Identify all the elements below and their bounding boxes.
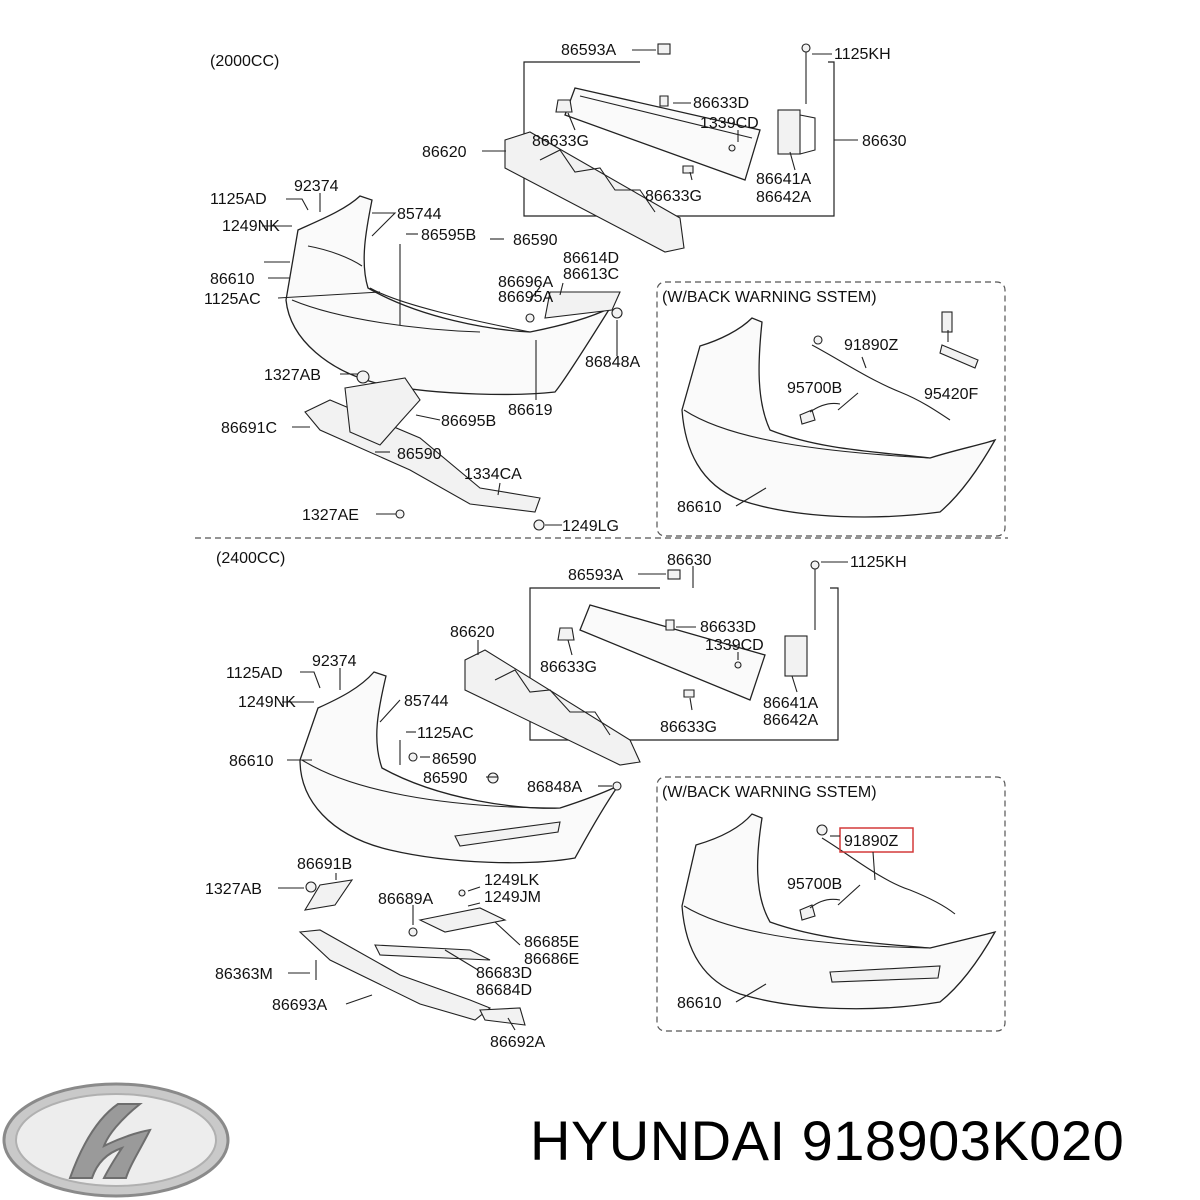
callout-86620: 86620	[422, 144, 467, 161]
callout-86689a: 86689A	[378, 891, 433, 908]
callout-86620-2400cc: 86620	[450, 624, 495, 641]
callout-86685e: 86685E	[524, 934, 579, 951]
reinforcement-group-box-2400cc	[529, 587, 839, 741]
rear-bumper-cover-2400cc	[299, 671, 620, 864]
callout-86593a: 86593A	[561, 42, 616, 59]
callout-1125ac: 1125AC	[204, 291, 261, 308]
section-header-2000cc: (2000CC)	[210, 53, 279, 70]
reinforcement-group-box	[523, 61, 835, 217]
callout-1334ca: 1334CA	[464, 466, 522, 483]
callout-86693a: 86693A	[272, 997, 327, 1014]
callout-1125ac-2400cc: 1125AC	[417, 725, 474, 742]
callout-86695a: 86695A	[498, 289, 553, 306]
callout-86610-2400cc: 86610	[229, 753, 274, 770]
callout-86610-warning-2400cc: 86610	[677, 995, 722, 1012]
sensor-bracket	[941, 311, 953, 333]
callout-91890z-2000cc: 91890Z	[844, 337, 898, 354]
warning-bumper-2000cc	[681, 317, 997, 518]
callout-86633d: 86633D	[693, 95, 749, 112]
callout-86686e: 86686E	[524, 951, 579, 968]
callout-86590-2400cc-2: 86590	[423, 770, 468, 787]
hyundai-logo-icon	[2, 1082, 230, 1198]
callout-86630: 86630	[862, 133, 907, 150]
callout-86633d-2400cc: 86633D	[700, 619, 756, 636]
callout-86630-2400cc: 86630	[667, 552, 712, 569]
warning-system-box-2400cc	[656, 776, 1006, 1032]
callout-86590-2400cc: 86590	[432, 751, 477, 768]
callout-1249nk: 1249NK	[222, 218, 280, 235]
callout-86848a: 86848A	[585, 354, 640, 371]
callout-95420f: 95420F	[924, 386, 978, 403]
callout-86633g-2400cc-2: 86633G	[660, 719, 717, 736]
callout-86593a-2400cc: 86593A	[568, 567, 623, 584]
callout-86619: 86619	[508, 402, 553, 419]
callout-86633g: 86633G	[532, 133, 589, 150]
callout-86613c: 86613C	[563, 266, 619, 283]
callout-85744-2400cc: 85744	[404, 693, 449, 710]
highlight-box-91890z	[839, 827, 914, 853]
beam-bracket	[777, 109, 801, 155]
callout-86610-warning-2000cc: 86610	[677, 499, 722, 516]
callout-86363m: 86363M	[215, 966, 273, 983]
garnish-86685e	[418, 907, 507, 933]
callout-1327ab-2400cc: 1327AB	[205, 881, 262, 898]
callout-91890z-2400cc: 91890Z	[844, 833, 898, 850]
callout-86633g-2: 86633G	[645, 188, 702, 205]
callout-86614d: 86614D	[563, 250, 619, 267]
callout-1125ad-2400cc: 1125AD	[226, 665, 283, 682]
callout-1125ad: 1125AD	[210, 191, 267, 208]
callout-86590: 86590	[513, 232, 558, 249]
lower-cover-86693a	[298, 929, 492, 1021]
callout-86633g-2400cc: 86633G	[540, 659, 597, 676]
rear-bumper-beam-2400cc	[579, 604, 766, 701]
callout-86610: 86610	[210, 271, 255, 288]
bracket-86695b	[344, 377, 421, 446]
callout-86683d: 86683D	[476, 965, 532, 982]
callout-95700b-2000cc: 95700B	[787, 380, 842, 397]
garnish-86683d	[374, 944, 491, 961]
callout-95700b-2400cc: 95700B	[787, 876, 842, 893]
callout-86641a: 86641A	[756, 171, 811, 188]
warning-title-2000cc: (W/BACK WARNING SSTEM)	[662, 289, 877, 306]
callout-92374: 92374	[294, 178, 339, 195]
garnish-86692a	[479, 1007, 526, 1026]
callout-86590-2: 86590	[397, 446, 442, 463]
warning-system-box-2000cc	[656, 281, 1006, 537]
energy-absorber-2400cc	[464, 649, 641, 766]
callout-86642a: 86642A	[756, 189, 811, 206]
callout-86684d: 86684D	[476, 982, 532, 999]
reflector-strip-2400cc	[454, 821, 561, 847]
callout-92374-2400cc: 92374	[312, 653, 357, 670]
callout-1249lg: 1249LG	[562, 518, 619, 535]
callout-86691b: 86691B	[297, 856, 352, 873]
callout-1125kh: 1125KH	[834, 46, 891, 63]
callout-86695b: 86695B	[441, 413, 496, 430]
brand-part-number: HYUNDAI 918903K020	[530, 1109, 1125, 1172]
callout-1125kh-2400cc: 1125KH	[850, 554, 907, 571]
callout-86848a-2400cc: 86848A	[527, 779, 582, 796]
callout-86691c: 86691C	[221, 420, 277, 437]
callout-1327ab: 1327AB	[264, 367, 321, 384]
callout-1249lk: 1249LK	[484, 872, 539, 889]
beam-bracket-2400cc	[784, 635, 808, 677]
callout-1249jm: 1249JM	[484, 889, 541, 906]
bracket-86691b	[303, 879, 354, 911]
callout-1339cd-2400cc: 1339CD	[705, 637, 764, 654]
warning-bumper-2400cc	[681, 813, 997, 1010]
warning-title-2400cc: (W/BACK WARNING SSTEM)	[662, 784, 877, 801]
callout-86641a-2400cc: 86641A	[763, 695, 818, 712]
callout-1249nk-2400cc: 1249NK	[238, 694, 296, 711]
callout-86595b: 86595B	[421, 227, 476, 244]
callout-1327ae: 1327AE	[302, 507, 359, 524]
section-header-2400cc: (2400CC)	[216, 550, 285, 567]
callout-86692a: 86692A	[490, 1034, 545, 1051]
callout-86642a-2400cc: 86642A	[763, 712, 818, 729]
reflector-86614d	[544, 291, 621, 319]
callout-85744: 85744	[397, 206, 442, 223]
clip-86593a	[657, 43, 671, 55]
callout-1339cd: 1339CD	[700, 115, 759, 132]
callout-86696a: 86696A	[498, 274, 553, 291]
energy-absorber	[504, 131, 685, 253]
